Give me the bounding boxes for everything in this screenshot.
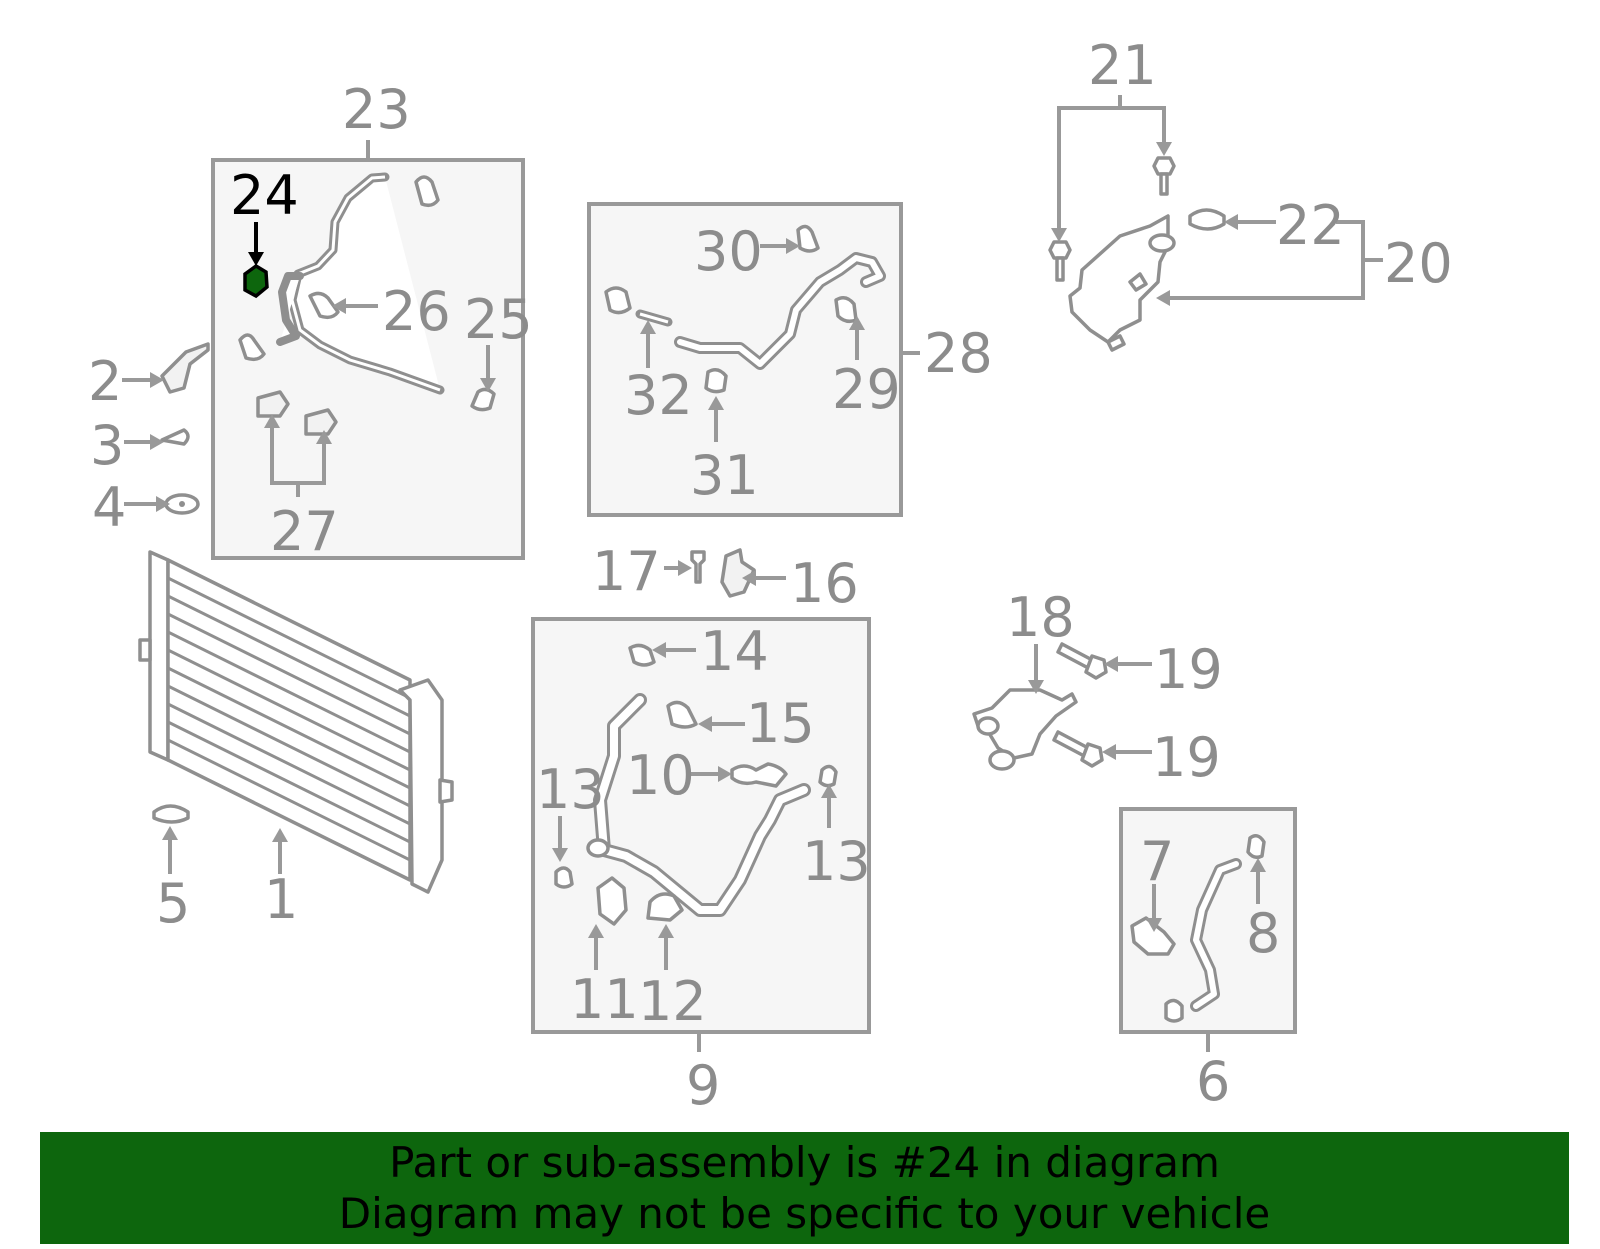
radiator-area — [122, 342, 454, 894]
callout-label-19: 19 — [1154, 638, 1223, 701]
callout-label-9: 9 — [686, 1054, 720, 1117]
clamp-icon — [604, 286, 632, 315]
callout-label-12: 12 — [638, 970, 707, 1033]
bracket-16-17 — [664, 548, 786, 598]
clamp-icon — [1164, 998, 1184, 1023]
clamp-25-icon — [470, 387, 496, 412]
bracket-11-icon — [596, 876, 628, 926]
group-9-parts — [552, 642, 838, 1052]
callout-label-17: 17 — [592, 540, 661, 603]
group-28-parts — [604, 224, 920, 442]
drain-plug-5-icon — [152, 804, 190, 824]
clamp-31-icon — [704, 368, 728, 394]
bolt-17-icon — [690, 550, 706, 584]
info-banner: Part or sub-assembly is #24 in diagram D… — [40, 1132, 1569, 1244]
callout-label-31: 31 — [690, 444, 759, 507]
radiator-1-icon — [138, 550, 454, 894]
callout-label-30: 30 — [694, 220, 763, 283]
callout-label-20: 20 — [1384, 232, 1453, 295]
callout-label-21: 21 — [1088, 34, 1157, 97]
bolt-21-icon — [1048, 240, 1072, 260]
callout-label-3: 3 — [90, 414, 124, 477]
callout-label-22: 22 — [1276, 194, 1345, 257]
group-23-parts — [238, 140, 496, 497]
bracket-27-icon — [304, 408, 338, 436]
callout-label-28: 28 — [924, 322, 993, 385]
part-24-highlighted-icon — [243, 263, 269, 299]
callout-labels: 1 1 2 3 4 5 6 7 8 9 10 11 12 13 13 14 15… — [88, 34, 1453, 1117]
callout-label-8: 8 — [1246, 902, 1280, 965]
callout-label-16: 16 — [790, 552, 859, 615]
clamp-30-icon — [796, 224, 820, 253]
callout-label-27: 27 — [270, 500, 339, 563]
thermostat-18-19 — [972, 642, 1152, 771]
callout-label-14: 14 — [700, 620, 769, 683]
callout-label-6: 6 — [1196, 1050, 1230, 1113]
cap-22-icon — [1188, 208, 1226, 231]
callout-label-11: 11 — [570, 968, 639, 1031]
clamp-10-icon — [730, 762, 788, 788]
bolt-21-icon — [1152, 156, 1176, 176]
callout-label-23: 23 — [342, 78, 411, 141]
clamp-icon — [414, 175, 440, 208]
callout-label-19: 19 — [1152, 726, 1221, 789]
group-20-parts — [1048, 95, 1383, 352]
clamp-icon — [238, 333, 266, 362]
callout-label-24-highlighted: 24 — [230, 164, 299, 227]
clamp-13-icon — [554, 866, 574, 889]
group-box-9 — [531, 617, 871, 1034]
bracket-12-icon — [646, 892, 684, 922]
callout-label-5: 5 — [156, 872, 190, 935]
callout-label-7: 7 — [1140, 830, 1174, 893]
banner-line-part-number: Part or sub-assembly is #24 in diagram — [389, 1138, 1220, 1187]
callout-label-4: 4 — [92, 476, 126, 539]
callout-label-13: 13 — [802, 830, 871, 893]
clamp-8-icon — [1246, 834, 1266, 860]
callout-label-25: 25 — [464, 288, 533, 351]
clamp-13-icon — [818, 764, 838, 788]
callout-label-15: 15 — [746, 692, 815, 755]
bracket-27-icon — [256, 390, 290, 418]
callout-label-13: 13 — [536, 758, 605, 821]
clamp-29-icon — [834, 296, 858, 324]
grommet-3-icon — [160, 428, 190, 446]
bracket-16-icon — [720, 548, 756, 598]
group-6-parts — [1130, 834, 1266, 1052]
callout-label-26: 26 — [382, 280, 451, 343]
callout-label-10: 10 — [626, 744, 695, 807]
callout-label-2: 2 — [88, 350, 122, 413]
callout-label-32: 32 — [624, 364, 693, 427]
clamp-14-icon — [628, 643, 656, 667]
callout-label-1: 1 — [264, 868, 298, 931]
callout-label-29: 29 — [832, 358, 901, 421]
clamp-26-icon — [308, 291, 340, 320]
clamp-15-icon — [666, 700, 698, 729]
banner-line-disclaimer: Diagram may not be specific to your vehi… — [338, 1189, 1271, 1238]
reservoir-20-icon — [1068, 214, 1170, 344]
bracket-2-icon — [160, 342, 210, 394]
callout-label-18: 18 — [1006, 586, 1075, 649]
